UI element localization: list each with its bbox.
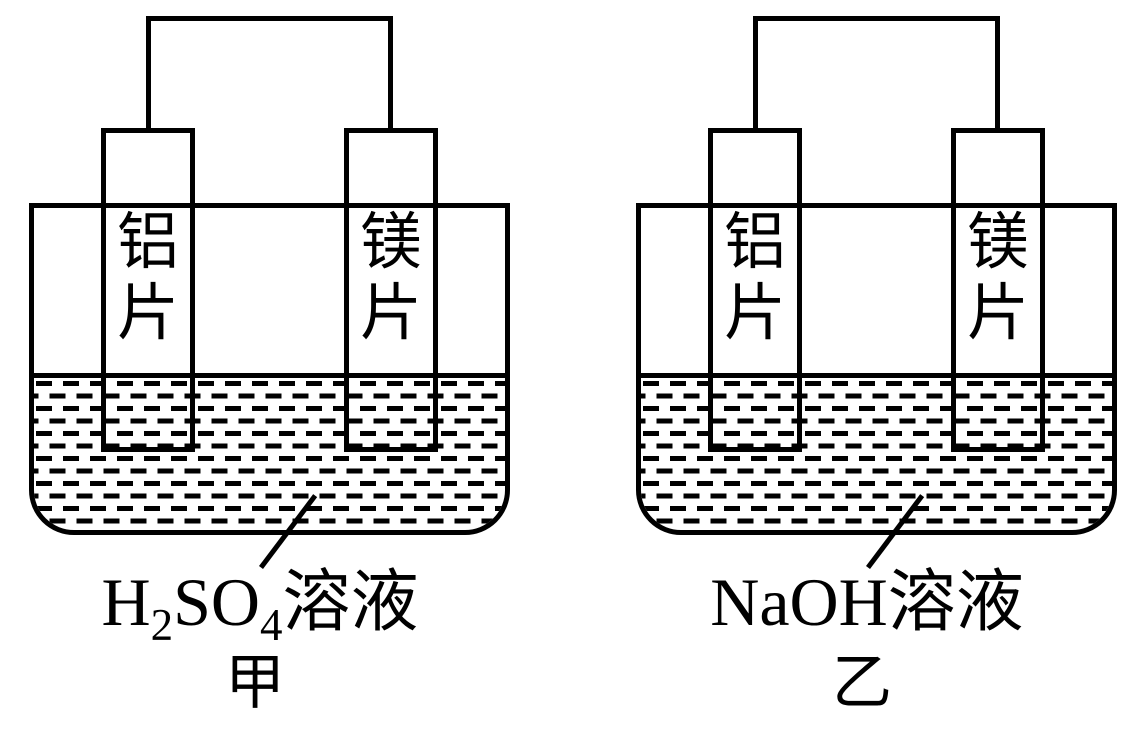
formula-subscript: 4: [260, 600, 283, 650]
beaker: [29, 203, 510, 535]
aluminum-electrode-label: 铝片: [116, 209, 179, 348]
connecting-wire: [753, 16, 1000, 133]
cell-jia: 铝片 镁片 H2SO4溶液 甲: [0, 0, 527, 732]
aluminum-electrode-label: 铝片: [723, 209, 786, 348]
solution-label: NaOH溶液: [667, 562, 1067, 646]
formula-text: SO: [173, 564, 261, 640]
solution-liquid: [641, 373, 1112, 530]
connecting-wire: [146, 16, 393, 133]
cell-yi: 铝片 镁片 NaOH溶液 乙: [607, 0, 1134, 732]
solution-word: 溶液: [887, 564, 1024, 640]
cell-caption: 甲: [225, 650, 285, 716]
cell-caption: 乙: [832, 650, 892, 716]
solution-liquid: [34, 373, 505, 530]
magnesium-electrode-label: 镁片: [359, 209, 422, 348]
beaker: [636, 203, 1117, 535]
solution-label: H2SO4溶液: [60, 562, 460, 650]
solution-word: 溶液: [282, 564, 419, 640]
formula-text: NaOH: [710, 564, 888, 640]
formula-subscript: 2: [150, 600, 174, 650]
magnesium-electrode-label: 镁片: [966, 209, 1029, 348]
formula-text: H: [101, 564, 151, 640]
